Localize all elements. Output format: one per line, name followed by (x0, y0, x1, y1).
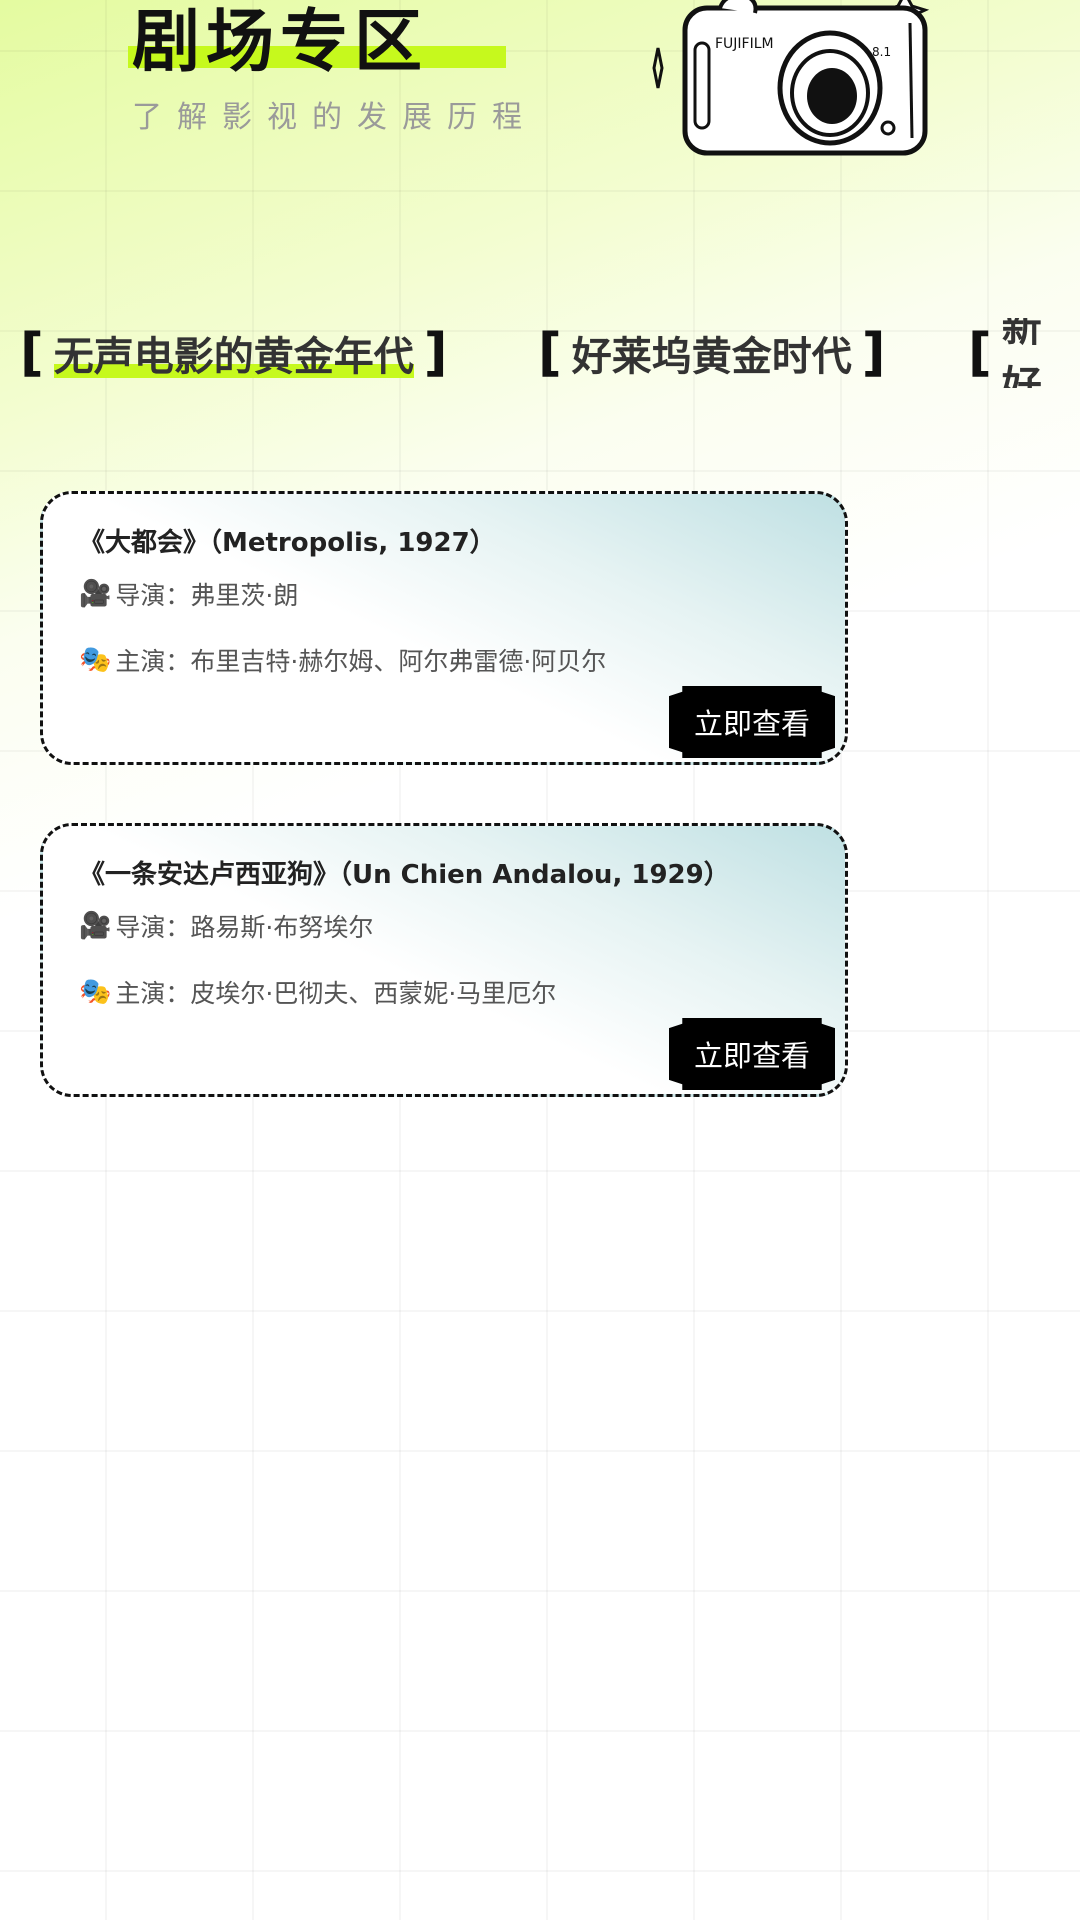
movie-title: 《大都会》（Metropolis, 1927） (79, 528, 496, 558)
actors-text: 主演：皮埃尔·巴彻夫、西蒙妮·马里厄尔 (115, 979, 557, 1008)
tab-label: 好莱坞黄金时代 (571, 334, 852, 380)
view-now-button[interactable]: 立即查看 (669, 1018, 835, 1090)
director-row: 🎥 导演：路易斯·布努埃尔 (79, 908, 373, 944)
tab-label: 无声电影的黄金年代 (53, 324, 414, 382)
movie-card: 《一条安达卢西亚狗》（Un Chien Andalou, 1929） 🎥 导演：… (40, 823, 848, 1097)
theater-masks-icon: 🎭 (79, 645, 112, 675)
movie-title: 《一条安达卢西亚狗》（Un Chien Andalou, 1929） (79, 860, 730, 890)
tab-hollywood[interactable]: [ 好莱坞黄金时代 ] (538, 318, 886, 388)
actors-text: 主演：布里吉特·赫尔姆、阿尔弗雷德·阿贝尔 (115, 647, 607, 676)
page-subtitle: 了解影视的发展历程 (132, 100, 537, 135)
director-text: 导演：路易斯·布努埃尔 (115, 913, 374, 942)
tab-new[interactable]: [ 新好 (968, 318, 1080, 388)
actor-row: 🎭 主演：布里吉特·赫尔姆、阿尔弗雷德·阿贝尔 (79, 642, 606, 678)
bracket-left-icon: [ (538, 323, 562, 383)
bracket-right-icon: ] (423, 323, 448, 383)
bracket-right-icon: ] (861, 323, 886, 383)
movie-camera-icon: 🎥 (79, 911, 112, 941)
bracket-left-icon: [ (20, 323, 44, 383)
director-row: 🎥 导演：弗里茨·朗 (79, 576, 298, 612)
title-highlight (128, 46, 506, 68)
camera-brand-text: FUJIFILM (715, 36, 774, 52)
actor-row: 🎭 主演：皮埃尔·巴彻夫、西蒙妮·马里厄尔 (79, 974, 556, 1010)
view-now-button[interactable]: 立即查看 (669, 686, 835, 758)
theater-masks-icon: 🎭 (79, 977, 112, 1007)
camera-model-text: 8.1 (872, 45, 891, 59)
category-tabs: [ 无声电影的黄金年代 ] [ 好莱坞黄金时代 ] [ 新好 (0, 318, 1080, 388)
movie-camera-icon: 🎥 (79, 579, 112, 609)
bracket-left-icon: [ (968, 323, 992, 383)
director-text: 导演：弗里茨·朗 (115, 581, 299, 610)
tab-label: 新好 (1001, 318, 1042, 388)
tab-silent-film[interactable]: [ 无声电影的黄金年代 ] (20, 318, 448, 388)
page-title: 剧场专区 (132, 3, 429, 82)
camera-illustration-icon: FUJIFILM 8.1 (652, 0, 930, 156)
movie-card: 《大都会》（Metropolis, 1927） 🎥 导演：弗里茨·朗 🎭 主演：… (40, 491, 848, 765)
